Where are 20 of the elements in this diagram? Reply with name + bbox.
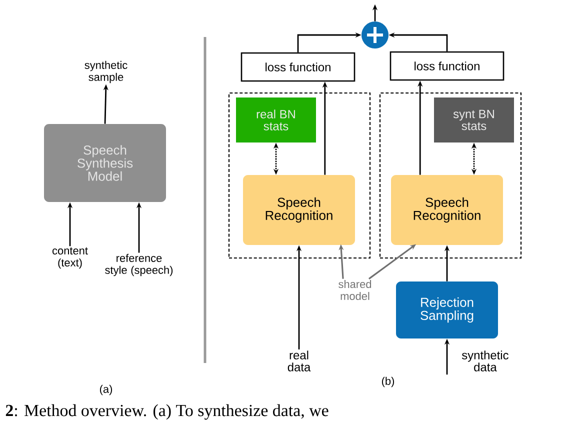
sum-circle <box>362 22 388 48</box>
output-label: synthetic sample <box>84 60 128 84</box>
recognizer-box: Speech Recognition <box>391 175 503 245</box>
caption: 2: Method overview. (a) To synthesize data, we <box>6 404 328 420</box>
loss-box: loss function <box>390 51 504 81</box>
dashed-frame <box>228 92 371 259</box>
recognizer-box: Speech Recognition <box>243 175 355 245</box>
stats-box: synt BN stats <box>434 98 514 142</box>
input-label: content (text) <box>52 247 88 269</box>
annotation-text: shared model <box>338 280 372 300</box>
stats-box: real BN stats <box>236 98 316 142</box>
input-label: synthetic data <box>462 350 508 372</box>
model-box: Speech Synthesis Model <box>44 124 166 202</box>
loss-box: loss function <box>240 52 356 82</box>
panel-label: (a) <box>100 384 112 396</box>
panel-label: (b) <box>382 376 394 388</box>
dashed-frame <box>379 92 522 259</box>
sampling-box: Rejection Sampling <box>396 282 498 338</box>
input-label: reference style (speech) <box>105 254 173 276</box>
input-label: real data <box>288 350 311 372</box>
